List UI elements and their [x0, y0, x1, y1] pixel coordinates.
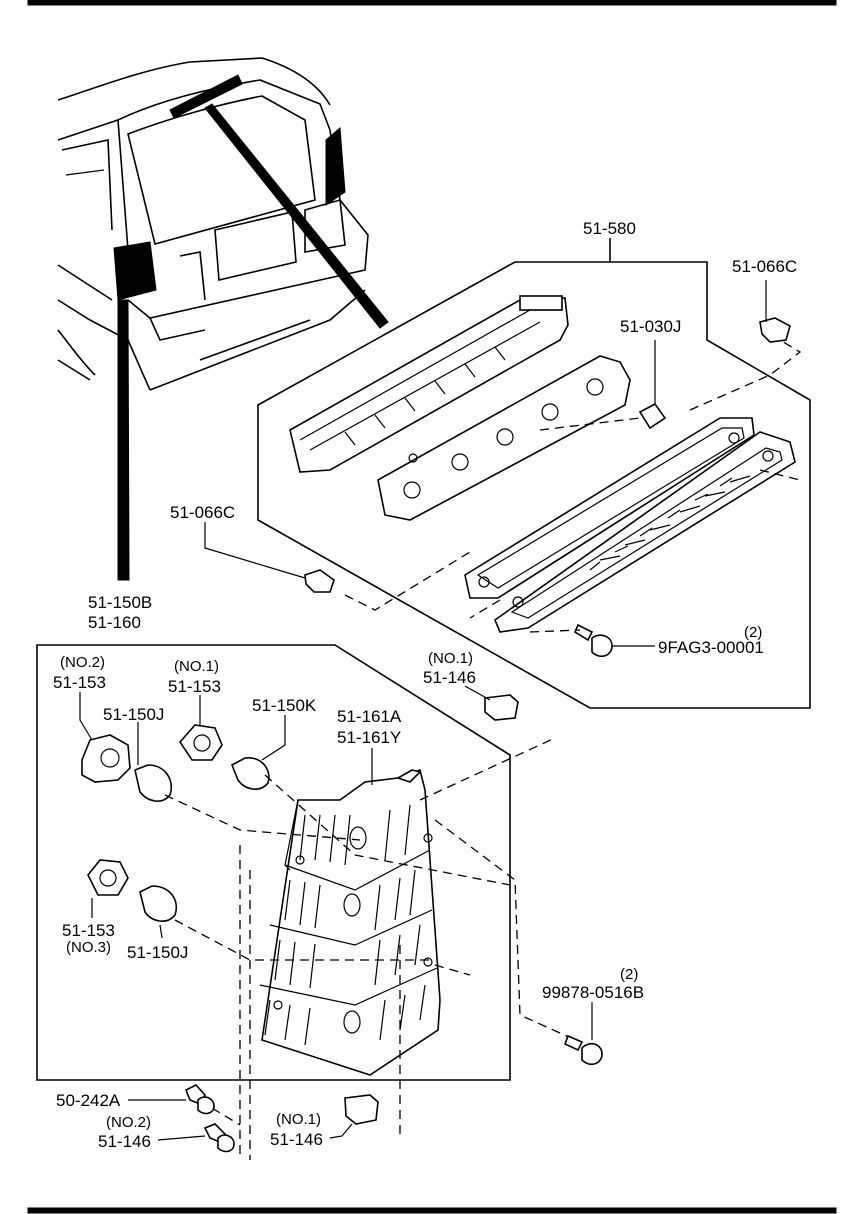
label-clip-no1-tag: (NO.1) — [428, 650, 473, 667]
label-socket-no1-tag: (NO.1) — [174, 658, 219, 675]
high-mount-lamp-group — [204, 238, 811, 709]
label-50-242a: 50-242A — [56, 1091, 121, 1110]
clip-no1-top-icon[interactable] — [464, 685, 519, 721]
label-99878-qty: (2) — [620, 966, 638, 983]
bulb-150j-bottom-icon[interactable] — [139, 885, 177, 939]
label-51-161a: 51-161A — [337, 707, 402, 726]
tail-lamp-lens[interactable] — [259, 748, 441, 1076]
screw-066c-left-icon[interactable] — [204, 522, 335, 593]
screw-99878-icon[interactable] — [563, 1002, 603, 1066]
label-clip-no2-tag: (NO.2) — [106, 1114, 151, 1131]
rear-combination-lamp-group — [36, 644, 581, 1160]
label-clip-no1b-tag: (NO.1) — [276, 1111, 321, 1128]
bottom-rule — [27, 1207, 837, 1214]
socket-no2-icon[interactable] — [79, 692, 131, 783]
bulb-socket-plate[interactable] — [377, 355, 631, 521]
label-socket-no2: 51-153 — [53, 673, 106, 692]
label-51-030j: 51-030J — [620, 317, 681, 336]
grommet-50-242a-icon[interactable] — [128, 1084, 215, 1115]
label-99878: 99878-0516B — [542, 983, 644, 1002]
bulb-150k-icon[interactable] — [230, 715, 286, 790]
bulb-030j-icon[interactable] — [638, 340, 667, 430]
label-51-150j-top: 51-150J — [103, 705, 164, 724]
label-9fag3-qty: (2) — [744, 624, 762, 641]
label-51-580: 51-580 — [583, 219, 636, 238]
lamp-housing[interactable] — [289, 295, 569, 473]
clip-no2-icon[interactable] — [157, 1123, 235, 1153]
lamp-lens[interactable] — [494, 431, 796, 633]
lamp-gasket[interactable] — [464, 417, 755, 599]
vehicle-rear-illustration — [57, 57, 389, 581]
label-51-066c-right: 51-066C — [732, 257, 797, 276]
screw-9fag3-icon[interactable] — [573, 623, 655, 658]
socket-no1-icon[interactable] — [178, 695, 223, 761]
label-9fag3: 9FAG3-00001 — [658, 638, 764, 657]
label-51-150j-bottom: 51-150J — [127, 943, 188, 962]
bulb-150j-top-icon[interactable] — [134, 722, 172, 802]
label-clip-no2: 51-146 — [98, 1132, 151, 1151]
label-socket-no2-tag: (NO.2) — [60, 654, 105, 671]
label-51-161y: 51-161Y — [337, 728, 401, 747]
socket-no3-icon[interactable] — [87, 859, 129, 918]
label-clip-no1: 51-146 — [423, 668, 476, 687]
label-51-066c-left: 51-066C — [170, 503, 235, 522]
screw-066c-right-icon[interactable] — [759, 280, 791, 343]
label-socket-no3-tag: (NO.3) — [66, 939, 111, 956]
label-socket-no3: 51-153 — [62, 921, 115, 940]
top-rule — [27, 0, 837, 6]
label-socket-no1: 51-153 — [168, 677, 221, 696]
label-51-150k: 51-150K — [252, 696, 317, 715]
clip-no1-bottom-icon[interactable] — [329, 1094, 379, 1139]
label-51-160: 51-160 — [88, 613, 141, 632]
label-51-150b: 51-150B — [88, 593, 152, 612]
label-clip-no1b: 51-146 — [270, 1130, 323, 1149]
